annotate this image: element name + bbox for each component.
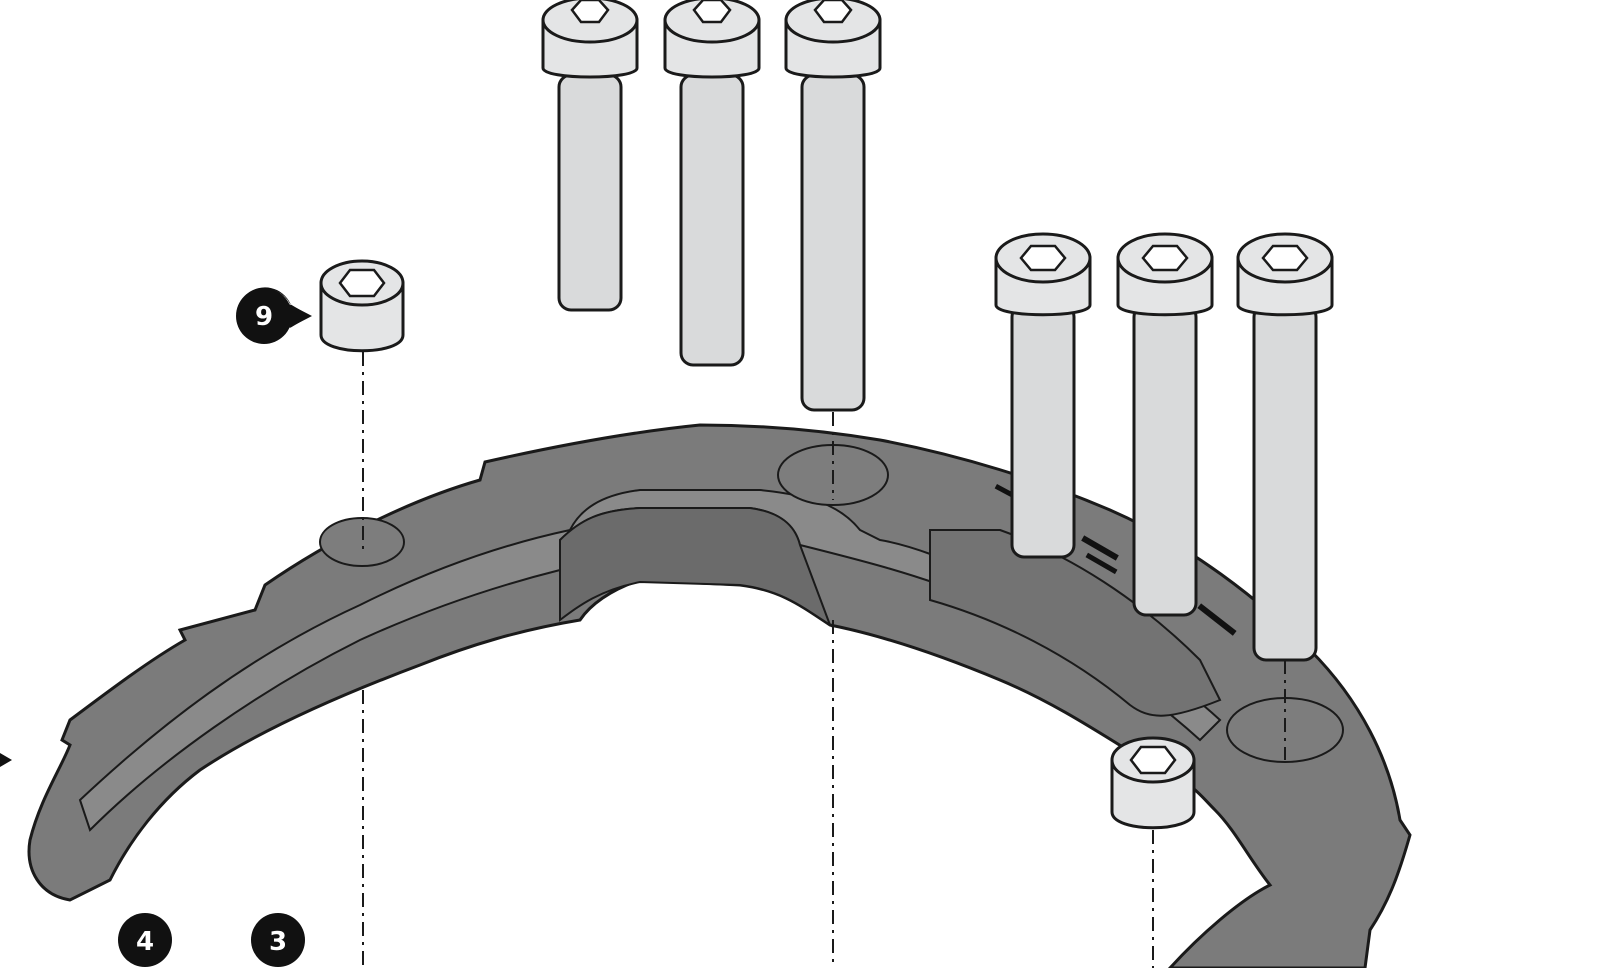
socket-cap-bolt-icon xyxy=(663,0,761,367)
callout-three: 3 xyxy=(251,913,305,967)
ring-embossed-marks xyxy=(994,484,1237,636)
callout-nine-label: 9 xyxy=(255,302,273,332)
hex-spacer-icon xyxy=(1110,736,1196,830)
bolt-seat-left xyxy=(319,517,405,567)
bolt-group-right xyxy=(994,232,1334,662)
bolt-group-top xyxy=(541,0,882,412)
callout-nine: 9 xyxy=(236,287,312,344)
socket-cap-bolt-icon xyxy=(1236,232,1334,662)
ring-raised-panel xyxy=(929,529,1222,717)
socket-cap-bolt-icon xyxy=(1116,232,1214,617)
callout-four-label: 4 xyxy=(136,927,154,957)
assembly-axis-lines xyxy=(362,352,1286,968)
socket-cap-bolt-icon xyxy=(541,0,639,312)
hex-spacer-icon xyxy=(319,259,405,353)
callout-three-label: 3 xyxy=(269,927,287,957)
callout-four: 4 xyxy=(118,913,172,967)
ring-inner-side xyxy=(559,507,833,628)
tank-ring-bracket xyxy=(27,423,1412,968)
socket-cap-bolt-icon xyxy=(784,0,882,412)
socket-cap-bolt-icon xyxy=(994,232,1092,559)
callout-arrow-left-edge xyxy=(0,753,12,767)
